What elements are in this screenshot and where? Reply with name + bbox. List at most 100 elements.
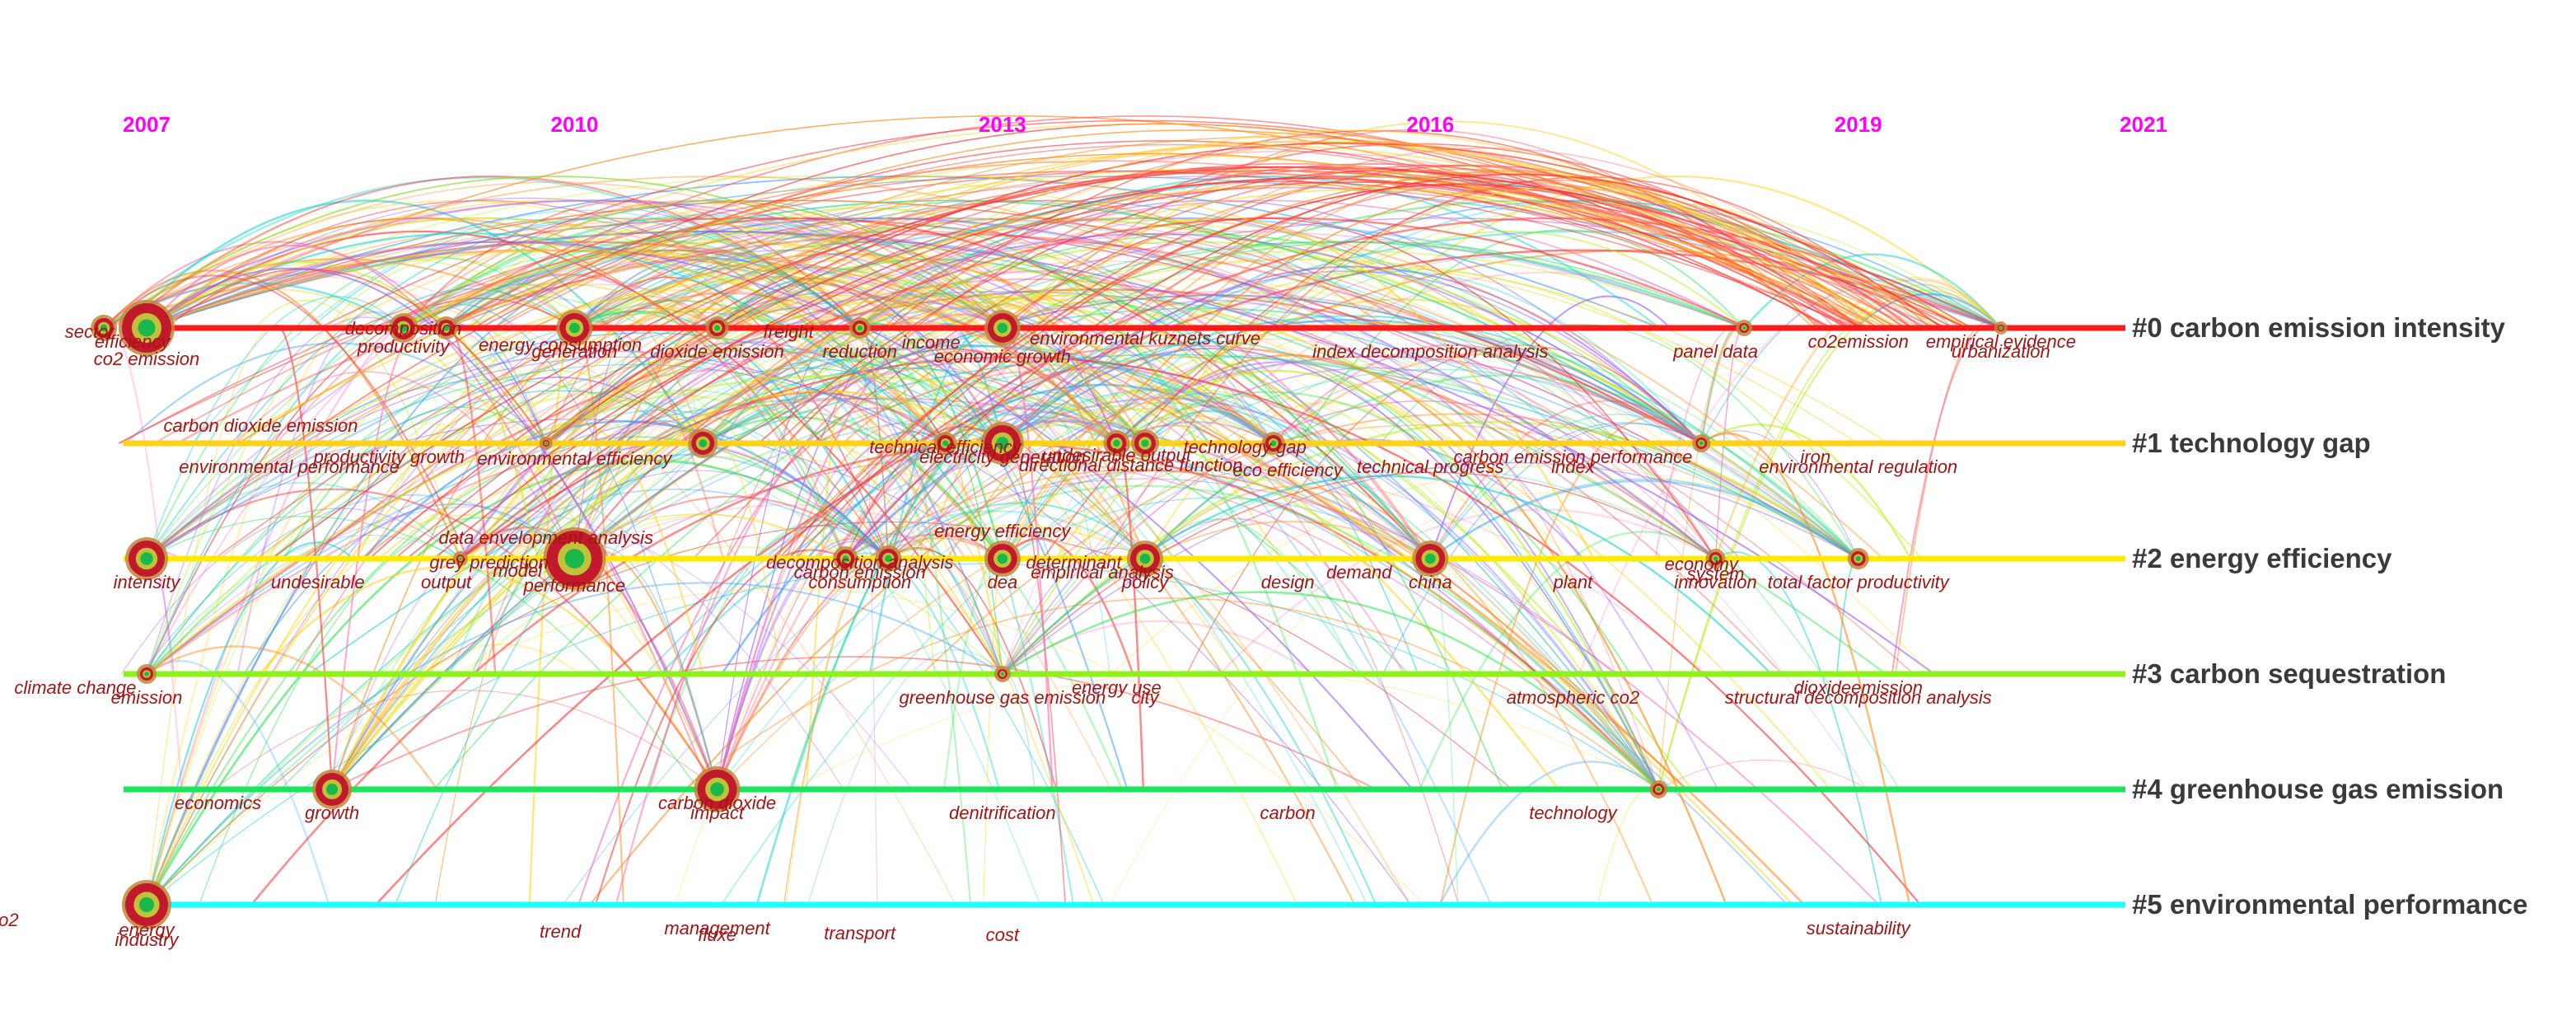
keyword-label: carbon dioxide — [658, 793, 776, 813]
citation-arc — [574, 259, 1889, 559]
keyword-node[interactable] — [543, 527, 606, 590]
citation-arc — [119, 176, 861, 329]
keyword-node[interactable] — [119, 300, 175, 356]
keyword-node[interactable] — [312, 770, 353, 809]
citation-arc — [887, 484, 1660, 790]
cluster-label: #5 environmental performance — [2132, 889, 2528, 920]
citation-arc — [565, 419, 704, 559]
citation-arc — [394, 180, 1833, 559]
citation-arc — [1115, 391, 1631, 675]
keyword-label: sustainability — [1807, 918, 1912, 938]
keyword-node[interactable] — [1412, 541, 1449, 577]
citation-arc — [385, 218, 1717, 559]
keyword-node[interactable] — [137, 664, 157, 684]
keyword-node[interactable] — [705, 316, 729, 339]
keyword-node[interactable] — [1649, 780, 1668, 798]
citation-arc — [271, 166, 1967, 559]
citation-arc — [146, 436, 890, 906]
keyword-node[interactable] — [91, 315, 118, 341]
citation-arc — [146, 645, 438, 790]
keyword-node[interactable] — [539, 437, 553, 450]
keyword-node[interactable] — [1103, 430, 1130, 456]
keyword-node[interactable] — [1994, 321, 2008, 335]
citation-arc — [1002, 340, 1660, 790]
citation-arc — [258, 565, 718, 790]
keyword-node[interactable] — [452, 551, 468, 566]
citation-arc — [1115, 361, 1660, 790]
keyword-node[interactable] — [1705, 549, 1726, 569]
keyword-label: technical efficiency — [869, 437, 1023, 457]
citation-arc — [331, 294, 1484, 790]
citation-arc — [331, 414, 1659, 790]
citation-arc — [146, 659, 330, 906]
citation-arc — [446, 230, 1363, 675]
keyword-node[interactable] — [993, 666, 1011, 682]
citation-arc — [716, 430, 947, 790]
citation-arc — [406, 181, 1947, 559]
citation-arc — [1002, 415, 1274, 559]
citation-arc — [146, 375, 1660, 790]
citation-arc — [512, 188, 1902, 559]
citation-arc — [545, 282, 1431, 559]
keyword-node[interactable] — [833, 546, 858, 571]
cluster-lanes — [124, 325, 2125, 908]
citation-arc — [562, 356, 1859, 906]
keyword-label: reduction — [822, 341, 897, 362]
citation-arc — [1273, 381, 1659, 790]
citation-arc — [1115, 369, 1660, 790]
keyword-node[interactable] — [980, 422, 1024, 465]
keyword-node[interactable] — [125, 537, 168, 580]
keyword-label: index decomposition analysis — [1312, 341, 1548, 362]
citation-arc — [213, 170, 1937, 559]
keyword-node[interactable] — [688, 428, 718, 458]
year-label: 2019 — [1835, 112, 1882, 137]
keyword-label: decomposition analysis — [766, 552, 953, 573]
cluster-label: #4 greenhouse gas emission — [2132, 774, 2504, 804]
keyword-node[interactable] — [984, 541, 1021, 577]
keyword-node[interactable] — [875, 545, 902, 572]
keyword-node[interactable] — [694, 766, 741, 812]
citation-arc — [146, 296, 404, 559]
keyword-node[interactable] — [849, 317, 871, 339]
keyword-node[interactable] — [1847, 548, 1869, 569]
citation-arc — [845, 478, 1615, 675]
keyword-node[interactable] — [1261, 432, 1285, 455]
keyword-node[interactable] — [1131, 429, 1159, 457]
keyword-label: undesirable — [271, 572, 365, 592]
keyword-node[interactable] — [556, 310, 593, 346]
citation-arc — [545, 162, 1862, 444]
citation-arc — [810, 129, 1884, 329]
citation-arc — [146, 505, 914, 790]
citation-arc — [470, 329, 1003, 675]
citation-arc — [375, 249, 2002, 906]
keyword-label: industry — [115, 929, 180, 950]
citation-arc — [718, 301, 1003, 444]
keyword-label: city — [1132, 687, 1161, 708]
keyword-label: dioxide emission — [650, 341, 784, 362]
citation-arc — [1002, 354, 1431, 559]
keyword-node[interactable] — [933, 432, 957, 455]
keyword-node[interactable] — [388, 313, 418, 343]
citation-arc — [119, 170, 1858, 444]
citation-arc — [243, 503, 575, 675]
citation-arc — [146, 535, 461, 675]
citation-arc — [1218, 508, 1717, 675]
keyword-node[interactable] — [1692, 434, 1711, 452]
keyword-label: atmospheric co2 — [1507, 687, 1639, 708]
citation-arc — [1002, 547, 1146, 675]
keyword-node[interactable] — [984, 310, 1021, 346]
citation-arc — [816, 344, 1717, 559]
keyword-node[interactable] — [1127, 541, 1163, 577]
citation-arc — [604, 233, 1702, 444]
citation-arc — [403, 176, 1506, 329]
citation-arc — [103, 175, 1003, 329]
keyword-label: carbon dioxide emission — [163, 415, 358, 436]
keyword-node[interactable] — [1736, 320, 1753, 336]
citation-arc — [1002, 218, 1717, 559]
keyword-node[interactable] — [122, 880, 171, 929]
keyword-node[interactable] — [434, 316, 458, 339]
keyword-label: iron — [1800, 447, 1830, 467]
citation-arc — [1001, 395, 1274, 559]
citation-arc — [545, 294, 1693, 790]
